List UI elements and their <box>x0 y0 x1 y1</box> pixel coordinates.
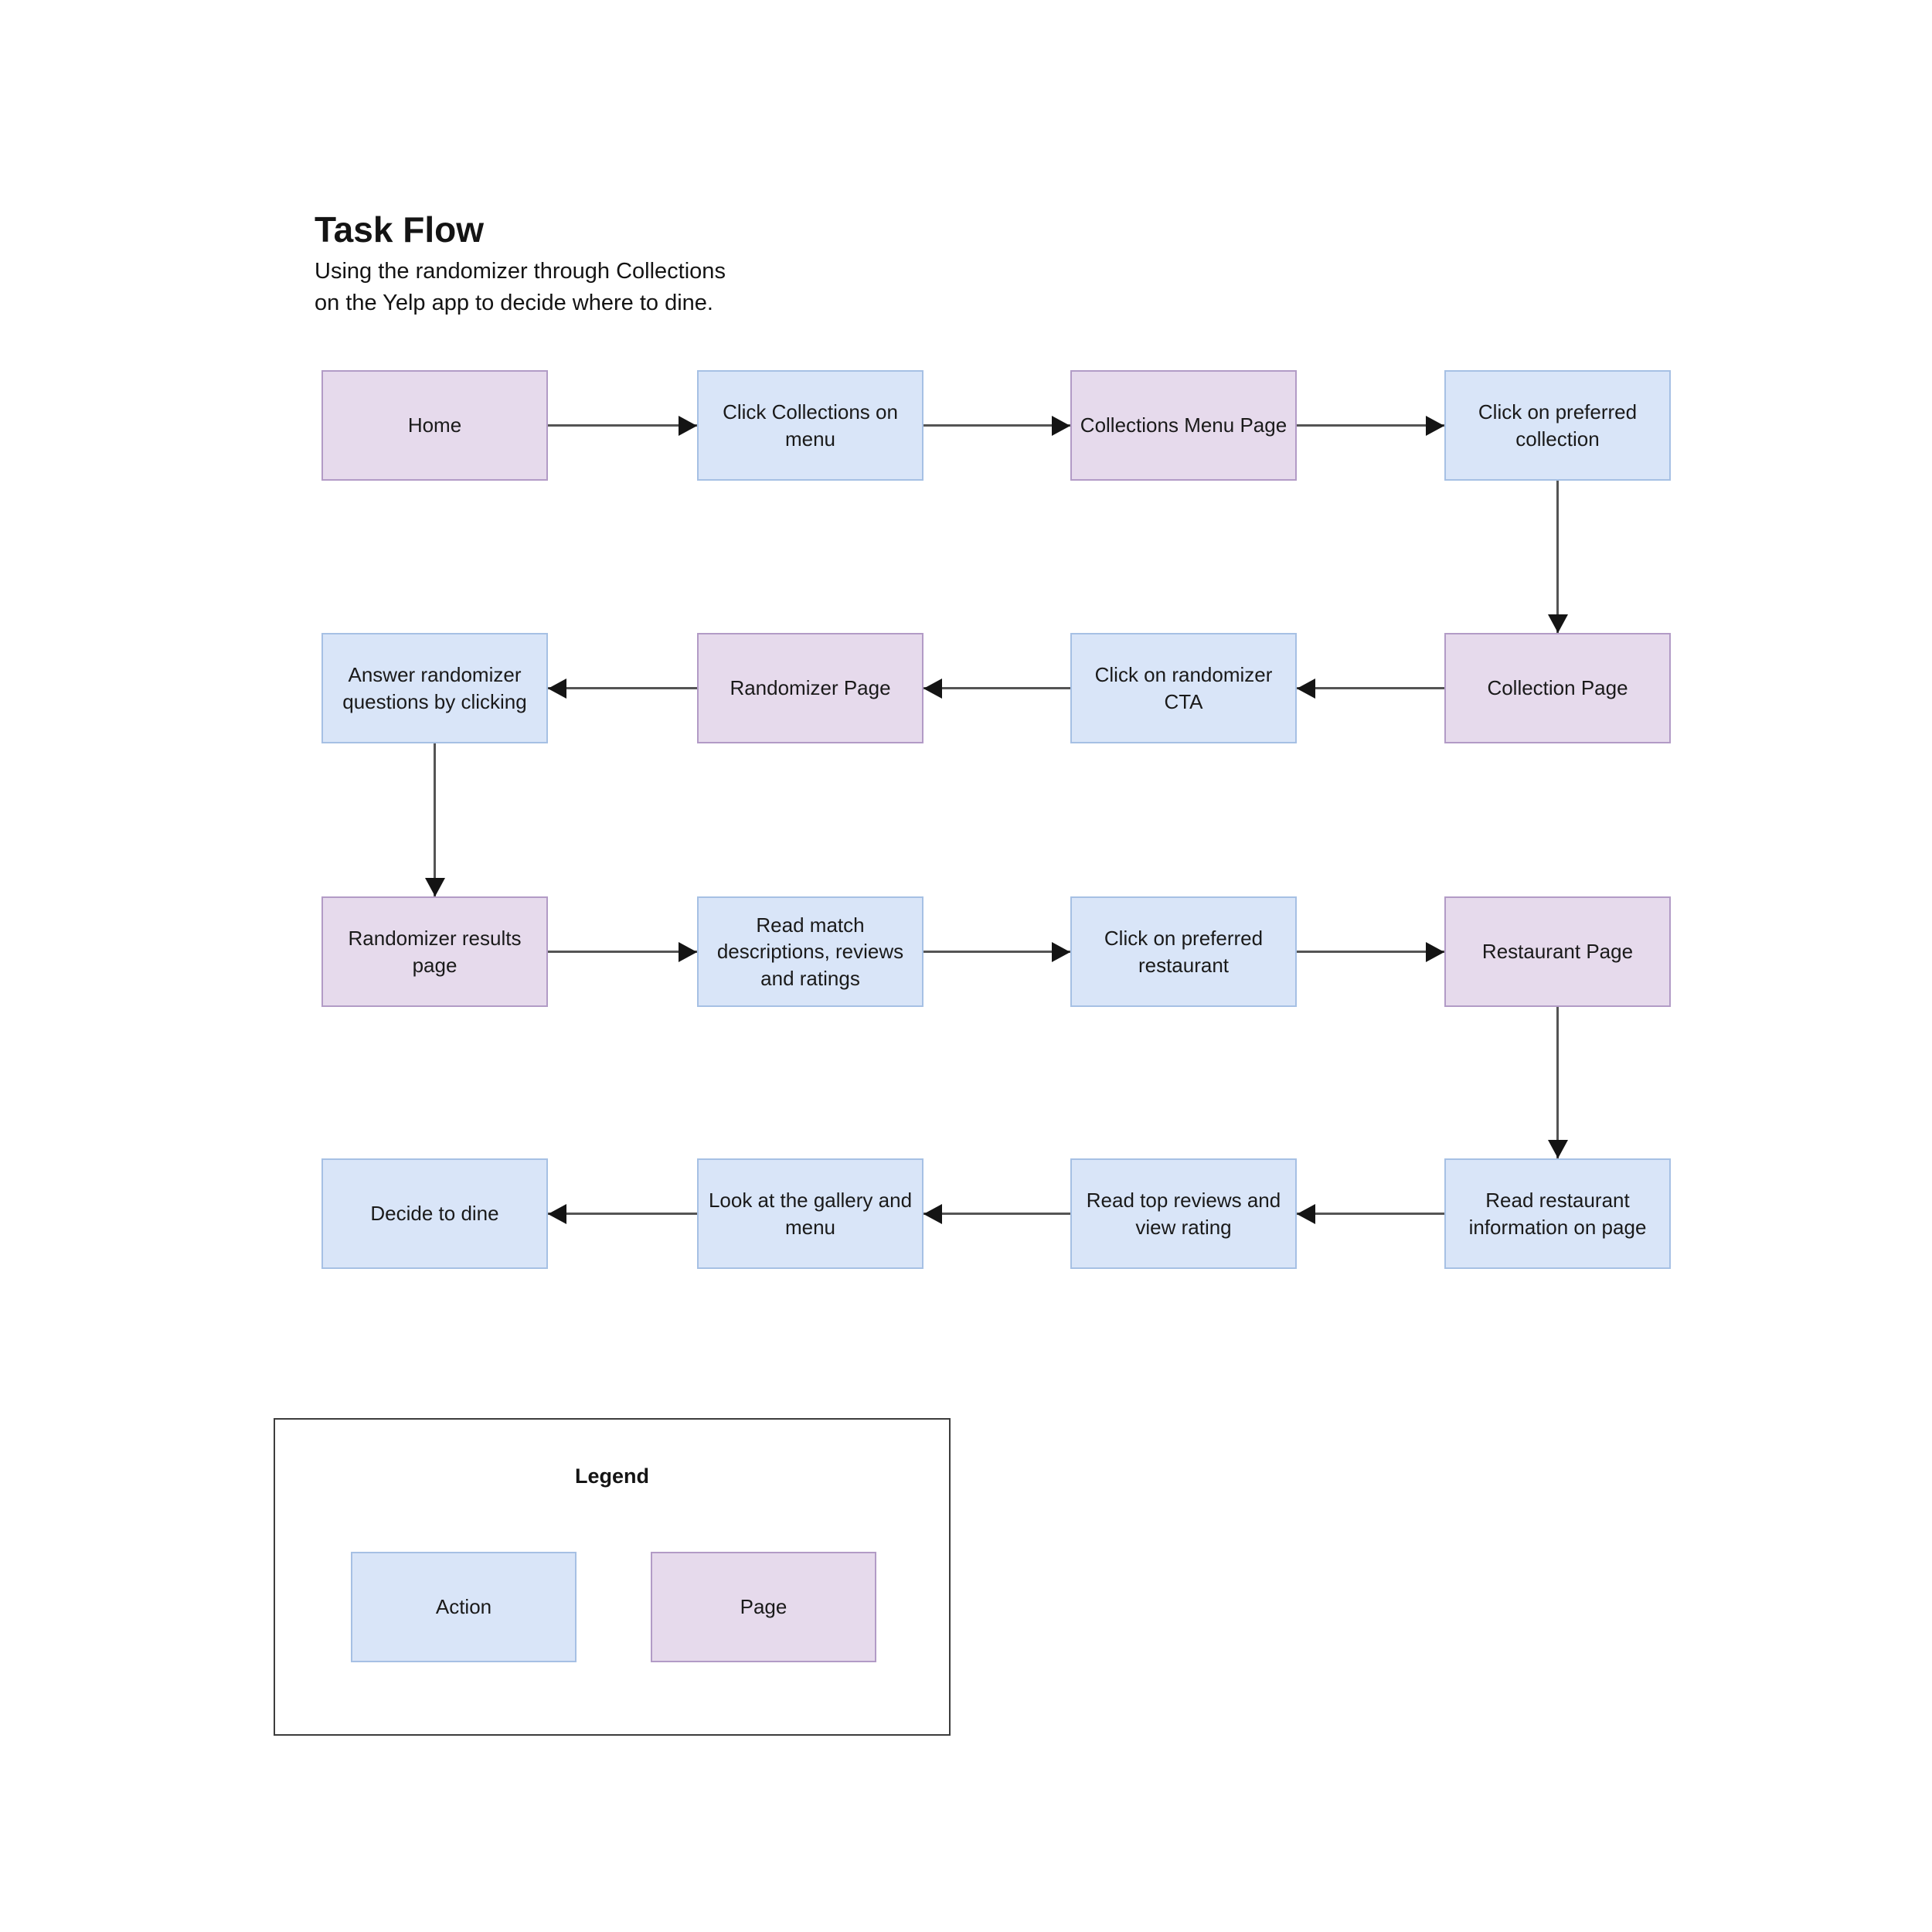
arrow-read-match-to-preferred-restaurant-icon <box>923 951 1070 953</box>
arrow-top-reviews-to-gallery-icon <box>923 1213 1070 1215</box>
flow-node-read-match-descriptions: Read match descriptions, reviews and rat… <box>697 896 923 1007</box>
subtitle-line: on the Yelp app to decide where to dine. <box>315 290 713 315</box>
arrow-collections-menu-to-preferred-collection-icon <box>1297 424 1444 427</box>
flow-node-decide-to-dine: Decide to dine <box>321 1158 548 1269</box>
flow-node-answer-randomizer-questions: Answer randomizer questions by clicking <box>321 633 548 743</box>
flow-node-click-on-preferred-collection: Click on preferred collection <box>1444 370 1671 481</box>
arrow-results-page-to-read-match-icon <box>548 951 697 953</box>
arrow-collection-page-to-randomizer-cta-icon <box>1297 687 1444 689</box>
arrow-click-collections-to-collections-menu-icon <box>923 424 1070 427</box>
arrow-answer-questions-to-results-page-icon <box>434 743 436 896</box>
legend: Legend Action Page <box>274 1418 951 1736</box>
legend-action-swatch: Action <box>351 1552 577 1662</box>
arrow-gallery-to-decide-to-dine-icon <box>548 1213 697 1215</box>
arrow-restaurant-page-to-read-information-icon <box>1556 1007 1559 1158</box>
flow-node-randomizer-results-page: Randomizer results page <box>321 896 548 1007</box>
flow-node-collections-menu-page: Collections Menu Page <box>1070 370 1297 481</box>
arrow-randomizer-cta-to-randomizer-page-icon <box>923 687 1070 689</box>
flow-node-look-at-gallery-and-menu: Look at the gallery and menu <box>697 1158 923 1269</box>
flow-node-click-collections-on-menu: Click Collections on menu <box>697 370 923 481</box>
flow-node-home: Home <box>321 370 548 481</box>
legend-title: Legend <box>574 1464 649 1488</box>
legend-page-swatch: Page <box>651 1552 876 1662</box>
flow-node-restaurant-page: Restaurant Page <box>1444 896 1671 1007</box>
page-subtitle: Using the randomizer through Collections… <box>315 256 871 319</box>
arrow-preferred-collection-to-collection-page-icon <box>1556 481 1559 633</box>
page-title: Task Flow <box>315 209 484 250</box>
arrow-randomizer-page-to-answer-questions-icon <box>548 687 697 689</box>
flow-node-randomizer-page: Randomizer Page <box>697 633 923 743</box>
flow-node-click-on-randomizer-cta: Click on randomizer CTA <box>1070 633 1297 743</box>
arrow-home-to-click-collections-icon <box>548 424 697 427</box>
arrow-read-information-to-top-reviews-icon <box>1297 1213 1444 1215</box>
flow-node-read-restaurant-information: Read restaurant information on page <box>1444 1158 1671 1269</box>
title-block: Task Flow Using the randomizer through C… <box>315 210 871 319</box>
flow-node-collection-page: Collection Page <box>1444 633 1671 743</box>
flow-node-click-on-preferred-restaurant: Click on preferred restaurant <box>1070 896 1297 1007</box>
arrow-preferred-restaurant-to-restaurant-page-icon <box>1297 951 1444 953</box>
flow-node-read-top-reviews: Read top reviews and view rating <box>1070 1158 1297 1269</box>
subtitle-line: Using the randomizer through Collections <box>315 258 726 284</box>
